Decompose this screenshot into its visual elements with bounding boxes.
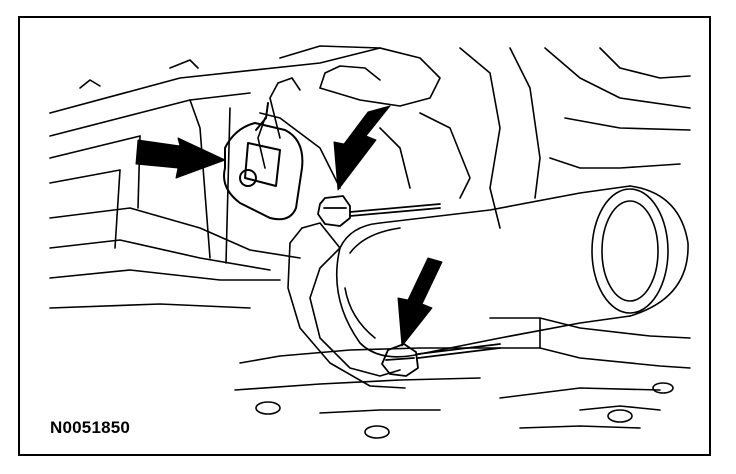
exhaust-bracket <box>257 77 406 389</box>
arrow-to-insulator <box>135 137 226 179</box>
callout-arrows <box>135 105 443 347</box>
figure-id-label: N0051850 <box>50 418 131 437</box>
rubber-insulator <box>223 102 304 221</box>
arrow-to-upper-nut <box>333 105 391 191</box>
technical-illustration: N0051850 <box>18 16 711 456</box>
lower-stud-nut <box>381 343 501 377</box>
upper-stud-nut <box>317 195 441 227</box>
arrow-to-lower-nut <box>397 257 443 347</box>
lower-crossmember <box>234 317 691 439</box>
underbody-floor-pan <box>49 45 691 309</box>
exhaust-mount-drawing <box>49 45 691 439</box>
